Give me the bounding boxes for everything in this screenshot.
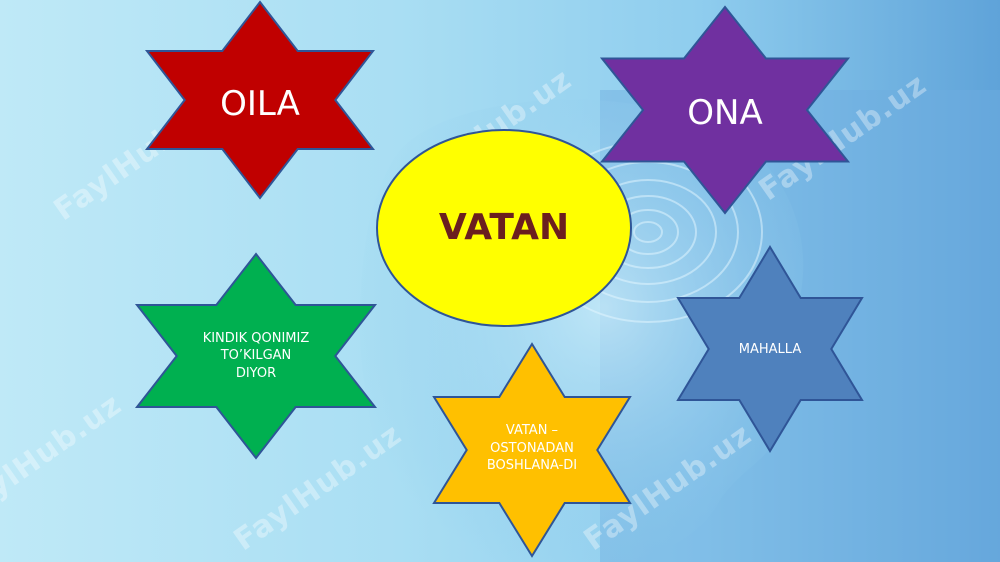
star-vatan-ostonadan-line1: VATAN – (505, 423, 559, 438)
star-polygon (134, 252, 378, 460)
star-oila: OILA (144, 0, 376, 200)
six-point-star-icon (144, 0, 376, 200)
center-ellipse: VATAN (375, 128, 633, 328)
star-vatan-ostonadan-line3: BOSHLANA-DI (486, 458, 578, 474)
six-point-star-icon (134, 252, 378, 460)
six-point-star-icon (432, 342, 632, 558)
star-polygon (432, 342, 632, 558)
star-kindik-label: KINDIK QONIMIZ TO’KILGAN DIYOR (135, 252, 377, 460)
star-polygon (144, 0, 376, 200)
star-mahalla-label: MAHALLA (738, 342, 802, 357)
star-ona-label: ONA (687, 93, 763, 133)
star-ona: ONA (599, 5, 851, 215)
six-point-star-icon (599, 5, 851, 215)
ellipse-shape (376, 129, 632, 327)
star-kindik: KINDIK QONIMIZ TO’KILGAN DIYOR (134, 252, 378, 460)
star-vatan-ostonadan: VATAN – OSTONADAN BOSHLANA-DI (432, 342, 632, 558)
six-point-star-icon (676, 245, 864, 453)
star-polygon (599, 5, 851, 215)
star-vatan-ostonadan-label: VATAN – OSTONADAN BOSHLANA-DI (432, 342, 632, 558)
star-polygon (676, 245, 864, 453)
star-oila-label: OILA (220, 84, 300, 124)
star-vatan-ostonadan-line2: OSTONADAN (490, 440, 574, 456)
center-label: VATAN (438, 206, 570, 248)
star-kindik-line1: KINDIK QONIMIZ (202, 330, 310, 346)
star-kindik-line2: TO’KILGAN (220, 348, 292, 364)
star-kindik-line3: DIYOR (235, 365, 277, 381)
star-mahalla: MAHALLA (676, 245, 864, 453)
